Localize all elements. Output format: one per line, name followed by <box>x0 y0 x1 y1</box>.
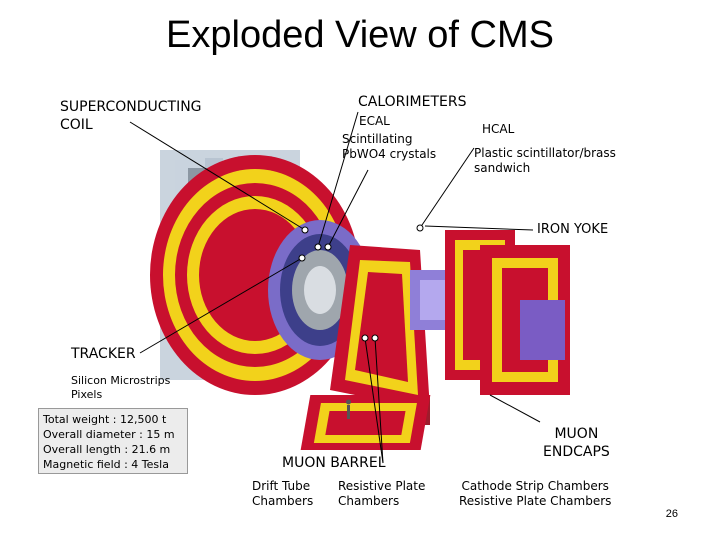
detector-stats-box: Total weight : 12,500 t Overall diameter… <box>38 408 188 474</box>
human-scale-figure <box>346 399 351 419</box>
label-iron-yoke: IRON YOKE <box>537 222 609 237</box>
leader-tracker <box>139 257 303 354</box>
leader-lines <box>129 111 541 464</box>
iron-yoke-blocks <box>445 230 570 395</box>
label-tracker: TRACKER <box>71 346 136 362</box>
label-superconducting-coil: SUPERCONDUCTING COIL <box>60 99 202 133</box>
label-calorimeters: CALORIMETERS <box>358 94 467 110</box>
coil-cylinder <box>268 220 372 360</box>
label-tracker-detail: Silicon Microstrips Pixels <box>71 374 171 401</box>
label-muon-endcaps: MUON ENDCAPS <box>543 426 610 460</box>
leader-muon-barrel-a <box>364 337 384 464</box>
leader-ecal <box>327 169 369 248</box>
muon-endcap-discs <box>300 395 431 450</box>
leader-coil <box>129 121 306 231</box>
label-muon-barrel-drift: Drift Tube Chambers <box>252 479 314 508</box>
label-hcal-detail: Plastic scintillator/brass sandwich <box>474 146 616 175</box>
label-hcal: HCAL <box>482 122 515 136</box>
label-muon-barrel: MUON BARREL <box>282 455 386 471</box>
stat-total-weight: Total weight : 12,500 t <box>43 413 167 426</box>
label-ecal: ECAL <box>359 114 390 128</box>
leader-calorimeters <box>317 111 359 248</box>
page-title: Exploded View of CMS <box>166 14 554 56</box>
stat-overall-length: Overall length : 21.6 m <box>43 443 171 456</box>
page-number: 26 <box>665 508 678 520</box>
leader-muon-endcaps <box>489 394 541 423</box>
leader-endpoints <box>298 224 424 342</box>
stat-overall-diameter: Overall diameter : 15 m <box>43 428 175 441</box>
leader-hcal <box>419 147 475 229</box>
label-muon-barrel-rpc: Resistive Plate Chambers <box>338 479 426 508</box>
leader-iron-yoke <box>424 225 534 231</box>
label-ecal-detail: Scintillating PbWO4 crystals <box>342 132 437 161</box>
label-muon-endcaps-detail: Cathode Strip Chambers Resistive Plate C… <box>459 479 612 508</box>
leader-muon-barrel-b <box>374 337 384 464</box>
stat-magnetic-field: Magnetic field : 4 Tesla <box>43 458 169 471</box>
